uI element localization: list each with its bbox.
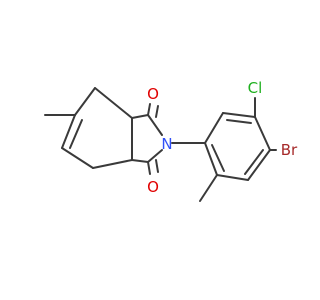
bond-ar4-ar5-inner <box>244 149 264 175</box>
molecule-drawing: O O N Cl Br <box>44 79 298 202</box>
bond-carbonyl-top-n <box>147 114 163 136</box>
bond-carbonyl-top-oxygen <box>147 103 151 116</box>
bond-carbonyl-bottom-oxygen <box>147 161 151 175</box>
bond-carbonyl-top-oxygen-inner <box>155 105 159 118</box>
bond-c1-c2 <box>74 87 96 116</box>
bond-ar6-ar1-inner <box>211 144 225 172</box>
atom-nitrogen: N <box>161 135 172 153</box>
bond-ar6-methyl <box>199 174 218 202</box>
bond-ar4-ar5 <box>247 149 271 181</box>
bond-c7a-c1 <box>94 87 133 119</box>
atom-bromine: Br <box>281 141 298 159</box>
atom-oxygen-bottom: O <box>147 178 159 196</box>
bond-ar2-ar3-inner <box>226 119 252 124</box>
atom-chlorine: Cl <box>248 79 263 97</box>
bond-c4-c3a <box>92 159 133 169</box>
bond-ar5-ar6 <box>216 174 249 181</box>
bond-c2-c3-double-inner <box>69 119 83 149</box>
bond-c3a-carbonyl-bottom <box>131 159 149 163</box>
bond-ar2-ar3 <box>222 112 256 118</box>
bond-ar3-ar4 <box>254 116 271 151</box>
bond-c3-c4 <box>61 147 94 169</box>
bond-ar6-ar1 <box>204 142 218 176</box>
bond-carbonyl-bottom-oxygen-inner <box>155 159 159 173</box>
bond-carbonyl-bottom-n <box>147 149 163 163</box>
atom-oxygen-top: O <box>147 85 159 103</box>
structure-canvas: O O N Cl Br <box>44 79 298 202</box>
bond-ar1-ar2 <box>204 112 224 144</box>
bond-c2-c3-double <box>61 114 76 149</box>
bond-c7a-carbonyl-top <box>131 114 149 119</box>
